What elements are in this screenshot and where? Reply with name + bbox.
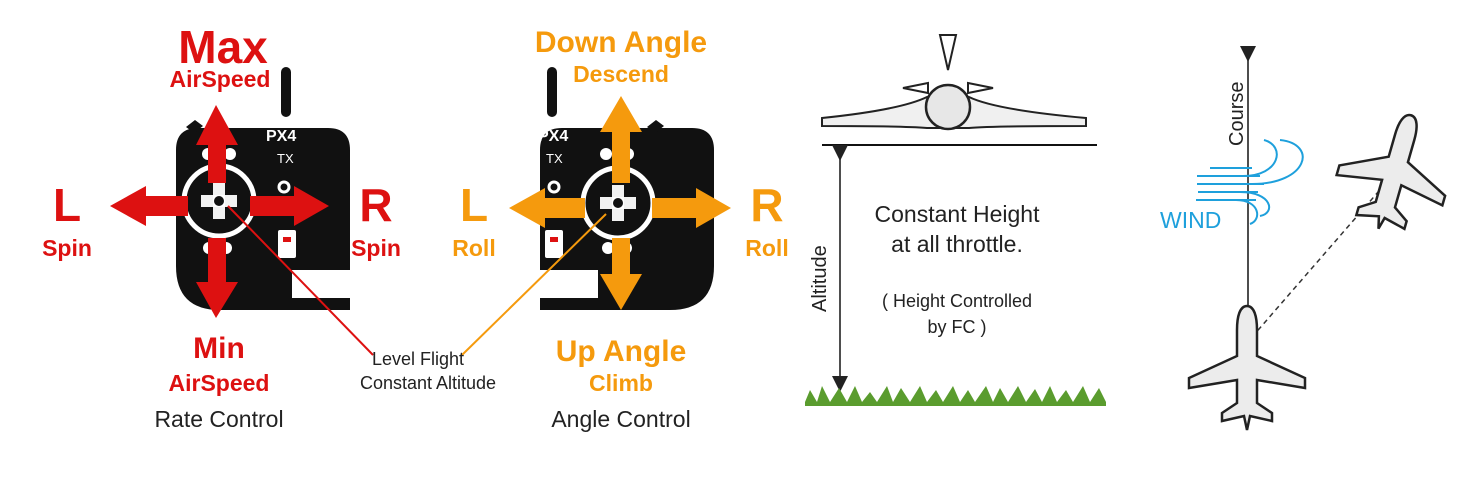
rate-model-text: TX (277, 151, 294, 166)
rate-transmitter: PX4 TX (110, 67, 350, 318)
right-switch-icon (647, 120, 664, 133)
angle-top-main-label: Down Angle (534, 26, 708, 59)
grass-icon (805, 386, 1106, 406)
angle-right-sub-label: Roll (745, 235, 789, 261)
center-note-line-2: Constant Altitude (359, 373, 497, 393)
altitude-main-line-1: Constant Height (874, 201, 1040, 227)
aircraft-top-icon-upper (1335, 113, 1447, 231)
course-label: Course (1226, 81, 1248, 146)
angle-bottom-main-label: Up Angle (555, 335, 687, 368)
rate-bottom-sub-label: AirSpeed (168, 370, 270, 396)
angle-caption: Angle Control (551, 406, 691, 432)
left-switch-icon (186, 120, 203, 133)
angle-model-text: TX (546, 151, 563, 166)
angle-right-main-label: R (750, 179, 784, 231)
angle-left-main-label: L (459, 179, 489, 231)
aircraft-front-icon (821, 34, 1087, 131)
angle-brand-text: PX4 (538, 128, 568, 145)
altitude-main-line-2: at all throttle. (891, 231, 1023, 257)
rate-top-main-label: Max (178, 21, 268, 73)
altitude-note-line-2: by FC ) (927, 317, 987, 337)
rate-arrows (110, 105, 329, 318)
center-note-line-1: Level Flight (371, 349, 465, 369)
altitude-axis-label: Altitude (809, 245, 831, 312)
rate-left-main-label: L (52, 179, 82, 231)
altitude-panel-graphics (805, 34, 1106, 406)
rate-brand-text: PX4 (266, 128, 296, 145)
angle-bottom-sub-label: Climb (589, 370, 653, 396)
rate-bottom-main-label: Min (193, 332, 245, 365)
rate-caption: Rate Control (154, 406, 284, 432)
rate-pointer-line (227, 205, 374, 356)
rate-right-main-label: R (359, 179, 393, 231)
rate-right-sub-label: Spin (351, 235, 401, 261)
angle-left-sub-label: Roll (452, 235, 496, 261)
angle-pointer-line (461, 213, 607, 356)
angle-transmitter: PX4 TX (509, 67, 731, 310)
wind-panel-graphics (1187, 46, 1447, 431)
altitude-note-line-1: ( Height Controlled (881, 291, 1033, 311)
wind-icon (1196, 139, 1304, 225)
angle-top-sub-label: Descend (573, 61, 669, 87)
rate-left-sub-label: Spin (42, 235, 92, 261)
drift-path-line (1245, 175, 1393, 345)
aircraft-top-icon-lower (1187, 304, 1307, 431)
angle-arrows (509, 96, 731, 310)
rate-top-sub-label: AirSpeed (169, 66, 271, 92)
wind-label: WIND (1160, 207, 1222, 233)
